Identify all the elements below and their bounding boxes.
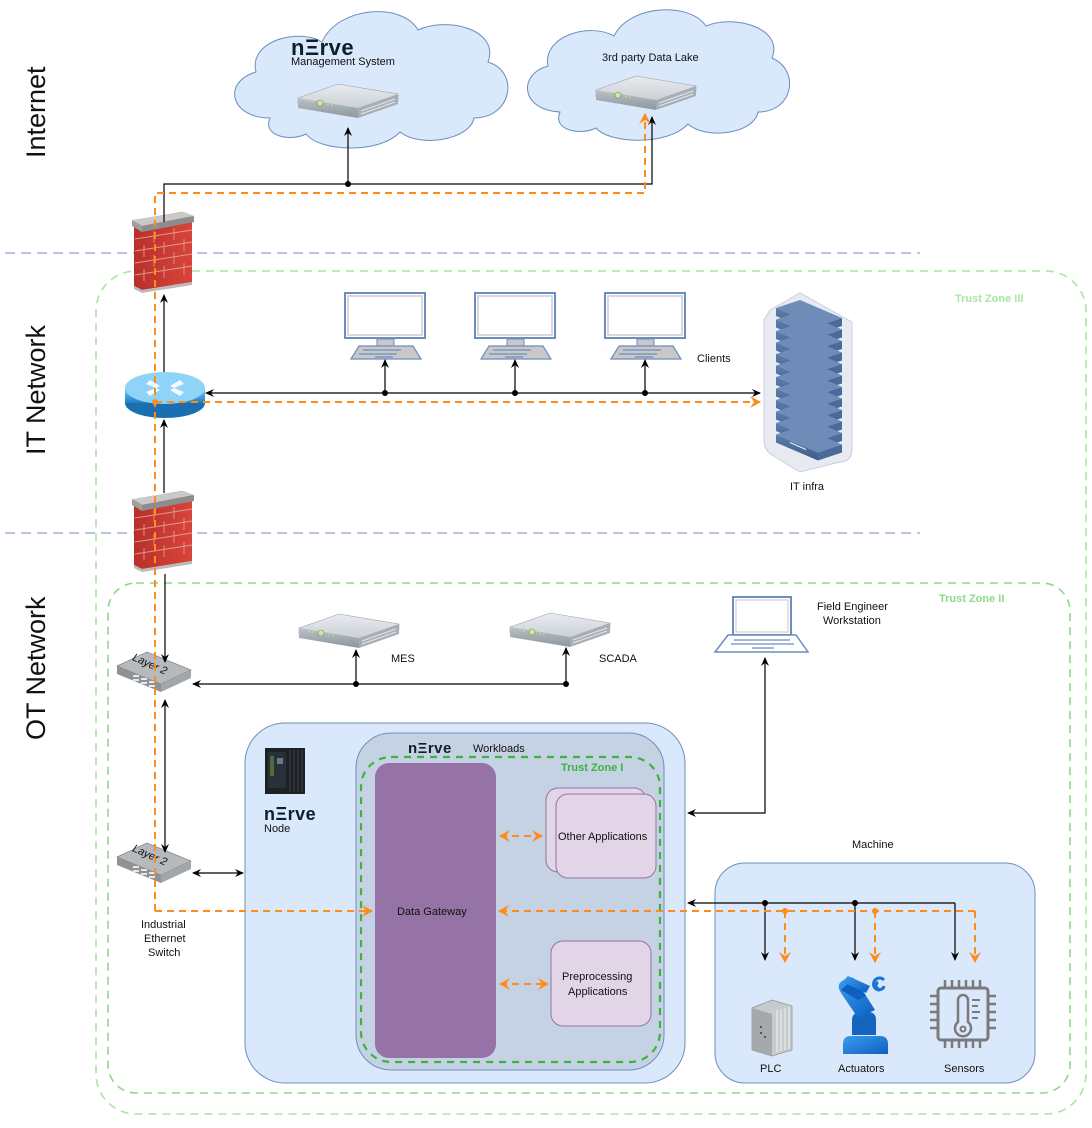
- data-gateway-label: Data Gateway: [397, 906, 467, 918]
- rack-unit: [776, 426, 842, 461]
- flow-to-data-lake: [154, 113, 651, 911]
- client-desktop-1-icon: [344, 292, 426, 360]
- other-applications-card: [555, 793, 657, 879]
- trust-zone-2-boundary: [107, 582, 1071, 1094]
- sensors-label: Sensors: [944, 1063, 985, 1075]
- nerve-logo-management: nΞrve: [291, 35, 354, 60]
- nerve-logo-node: nΞrve: [264, 804, 316, 824]
- trust-zone-2-label: Trust Zone II: [939, 593, 1004, 605]
- actuators-robot-arm-icon: [838, 976, 888, 1054]
- data-flows: [154, 113, 981, 990]
- data-gateway-block: [375, 763, 496, 1058]
- junction-dots: [345, 181, 858, 906]
- network-connections: [160, 116, 959, 961]
- link-field-engineer-node: [687, 662, 766, 817]
- trust-zone-3-label: Trust Zone III: [955, 293, 1023, 305]
- node-label: Node: [264, 823, 290, 835]
- other-applications-label: Other Applications: [558, 831, 648, 843]
- clients-label: Clients: [697, 353, 731, 365]
- it-infra-label: IT infra: [790, 481, 825, 493]
- plc-label: PLC: [760, 1063, 781, 1075]
- it-infra-rack-icon: [763, 292, 853, 473]
- industrial-switch-label-line3: Switch: [148, 947, 180, 959]
- field-engineer-label-line2: Workstation: [823, 615, 881, 627]
- preprocessing-label-line1: Preprocessing: [562, 971, 632, 983]
- data-flow-dots: [152, 399, 878, 914]
- nerve-node-hardware-icon: [265, 748, 305, 794]
- scada-server-icon: [509, 612, 611, 648]
- trust-zone-1-boundary: [359, 755, 662, 1064]
- internet-label: Internet: [21, 66, 51, 158]
- data-lake-label: 3rd party Data Lake: [602, 52, 699, 64]
- machine-title: Machine: [852, 839, 894, 851]
- firewall-lower-icon: [131, 490, 195, 573]
- firewall-upper-icon: [131, 211, 195, 294]
- plc-icon: [751, 999, 793, 1057]
- field-engineer-laptop-icon: [713, 596, 810, 653]
- trust-zone-1-label: Trust Zone I: [561, 762, 623, 774]
- workloads-label: Workloads: [473, 743, 525, 755]
- router-icon: [125, 372, 205, 418]
- sensors-chip-thermometer-icon: [930, 980, 996, 1048]
- cloud-management-system: [234, 11, 509, 149]
- client-desktop-3-icon: [604, 292, 686, 360]
- preprocessing-applications-card: [550, 940, 652, 1027]
- industrial-switch-label-line2: Ethernet: [144, 933, 186, 945]
- actuators-label: Actuators: [838, 1063, 885, 1075]
- mes-server-icon: [298, 613, 400, 649]
- preprocessing-label-line2: Applications: [568, 986, 628, 998]
- client-desktop-2-icon: [474, 292, 556, 360]
- link-firewall-datalake: [163, 116, 656, 222]
- field-engineer-label-line1: Field Engineer: [817, 601, 888, 613]
- mes-label: MES: [391, 653, 415, 665]
- ot-network-label: OT Network: [21, 596, 51, 740]
- it-network-label: IT Network: [21, 324, 51, 455]
- management-system-label: Management System: [291, 56, 395, 68]
- cloud-data-lake: [526, 9, 790, 141]
- trust-zone-3-boundary: [95, 270, 1087, 1115]
- nerve-logo-workloads: nΞrve: [408, 740, 452, 757]
- industrial-switch-label-line1: Industrial: [141, 919, 186, 931]
- scada-label: SCADA: [599, 653, 638, 665]
